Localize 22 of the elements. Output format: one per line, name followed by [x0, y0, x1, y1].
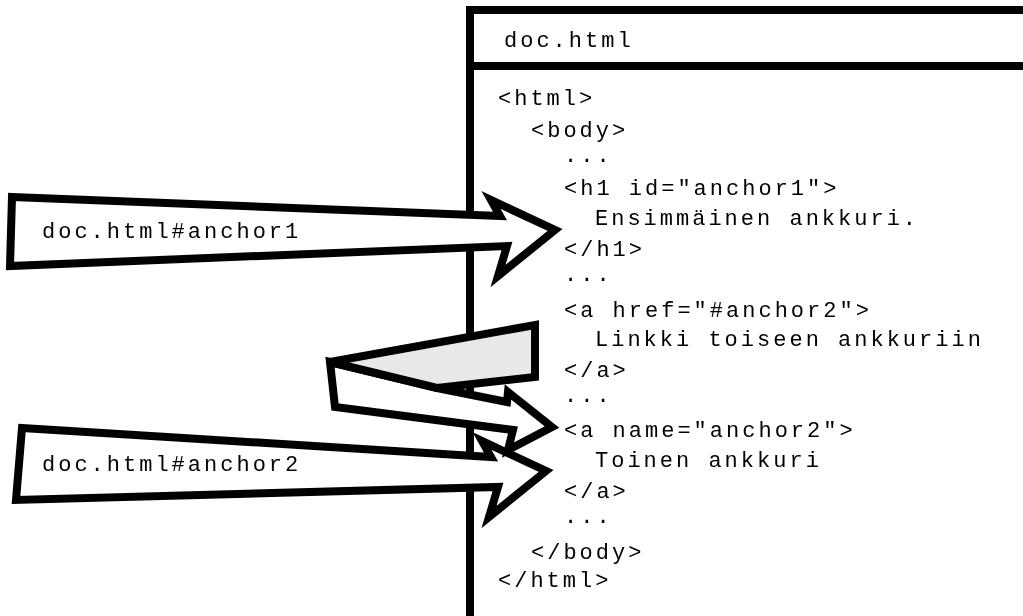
- url-label: doc.html#anchor2: [42, 452, 302, 480]
- code-line: <h1 id="anchor1">: [564, 176, 840, 204]
- window-title: doc.html: [504, 28, 634, 56]
- code-line: </body>: [531, 540, 645, 568]
- code-line: <a href="#anchor2">: [564, 298, 872, 326]
- code-line: </a>: [564, 358, 629, 386]
- code-line: ...: [564, 262, 613, 290]
- code-line: Ensimmäinen ankkuri.: [595, 206, 920, 234]
- code-line: Toinen ankkuri: [595, 448, 822, 476]
- code-line: <html>: [498, 86, 596, 114]
- code-line: <body>: [531, 118, 629, 146]
- block-arrow: [11, 423, 554, 529]
- code-line: </h1>: [564, 237, 645, 265]
- code-line: ...: [564, 143, 613, 171]
- block-arrow: [5, 191, 563, 288]
- code-line: </html>: [498, 568, 612, 596]
- code-line: ...: [564, 383, 613, 411]
- code-line: ...: [564, 504, 613, 532]
- code-line: </a>: [564, 479, 629, 507]
- url-label: doc.html#anchor1: [42, 219, 302, 247]
- code-line: Linkki toiseen ankkuriin: [595, 327, 984, 355]
- code-line: <a name="anchor2">: [564, 418, 856, 446]
